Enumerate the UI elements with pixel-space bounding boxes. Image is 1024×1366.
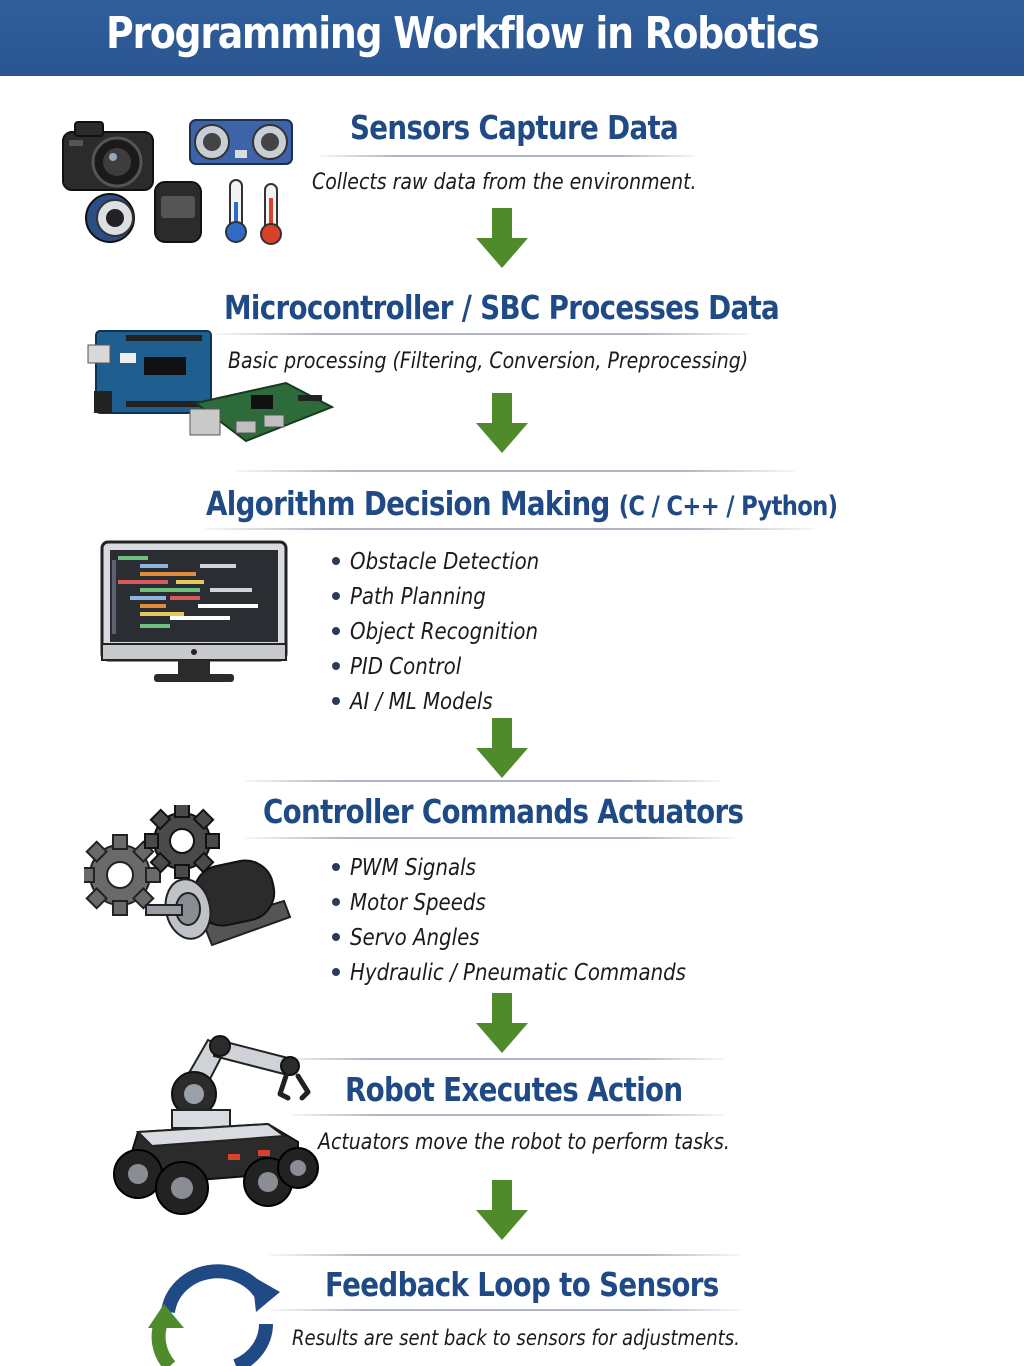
down-arrow-icon [476,1180,528,1240]
sensors-illustration [55,110,305,250]
step-5-divider [290,1114,725,1116]
step-6-top-divider [270,1254,740,1256]
down-arrow-icon [476,993,528,1053]
feedback-cycle-icon [140,1262,290,1366]
step-3-bullet-list: Obstacle Detection Path Planning Object … [332,545,570,720]
step-2-description: Basic processing (Filtering, Conversion,… [228,349,749,374]
step-6-title: Feedback Loop to Sensors [325,1265,719,1304]
gears-icon [79,803,220,916]
code-monitor-icon [100,540,290,690]
step-3-title-main: Algorithm Decision Making [206,484,610,523]
ultrasonic-sensor-icon [189,119,293,165]
step-1-description: Collects raw data from the environment. [312,170,697,195]
step-3-title: Algorithm Decision Making (C / C++ / Pyt… [206,484,838,523]
step-5-top-divider [280,1058,725,1060]
step-6-description: Results are sent back to sensors for adj… [292,1326,740,1350]
list-item: Hydraulic / Pneumatic Commands [332,956,741,991]
step-3-top-divider [235,470,795,472]
camera-icon [62,121,154,191]
down-arrow-icon [476,393,528,453]
list-item: Servo Angles [332,921,741,956]
step-6-divider [270,1309,740,1311]
thermometer-hot-icon [260,183,282,245]
thermometer-cold-icon [225,179,247,243]
step-5-title: Robot Executes Action [345,1070,683,1109]
list-item: Path Planning [332,580,570,615]
step-2-title: Microcontroller / SBC Processes Data [224,288,780,327]
down-arrow-icon [476,208,528,268]
step-2-divider [215,333,750,335]
list-item: Motor Speeds [332,886,741,921]
step-5-description: Actuators move the robot to perform task… [318,1130,730,1155]
step-3-divider [205,528,815,530]
step-3-title-suffix: (C / C++ / Python) [618,491,838,522]
title-bar: Programming Workflow in Robotics [0,0,1024,76]
actuators-illustration [79,803,294,960]
camera-lens-icon [85,193,135,243]
step-4-title: Controller Commands Actuators [263,792,744,831]
step-4-divider [245,837,735,839]
arduino-board-icon [87,330,212,414]
page-title: Programming Workflow in Robotics [106,8,820,59]
step-1-title: Sensors Capture Data [350,108,679,147]
down-arrow-icon [476,718,528,778]
list-item: Object Recognition [332,615,570,650]
list-item: AI / ML Models [332,685,570,720]
list-item: PWM Signals [332,851,741,886]
list-item: Obstacle Detection [332,545,570,580]
step-4-top-divider [245,780,720,782]
list-item: PID Control [332,650,570,685]
step-1-divider [320,155,695,157]
raspberry-pi-board-icon [189,381,335,443]
lidar-sensor-icon [154,181,202,243]
electric-motor-icon [145,859,292,947]
robot-arm-rover-icon [108,1022,323,1222]
step-4-bullet-list: PWM Signals Motor Speeds Servo Angles Hy… [332,851,741,991]
boards-illustration [86,325,336,455]
